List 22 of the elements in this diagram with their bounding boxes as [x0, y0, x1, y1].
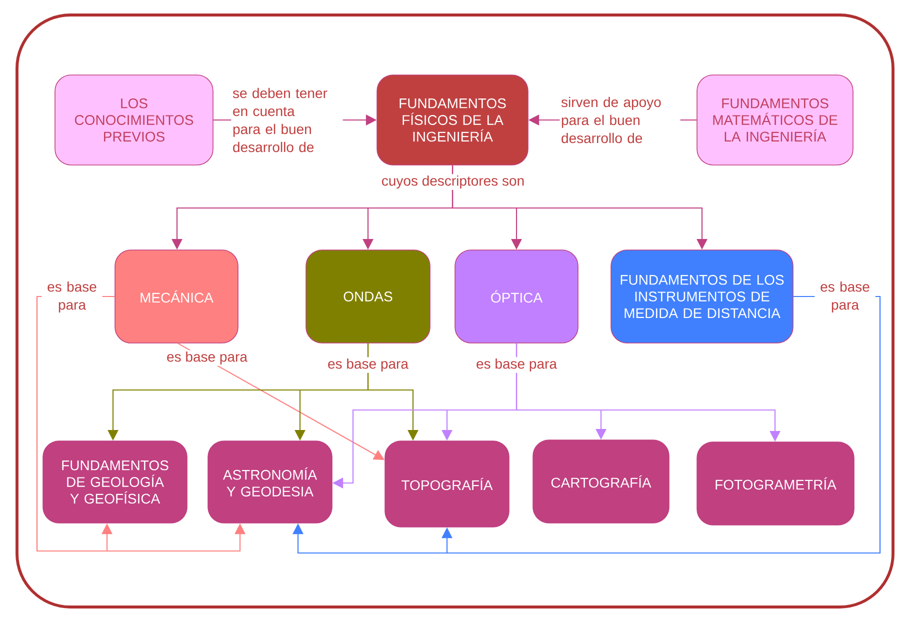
edge-label: se deben tener en cuenta para el buen desarrollo de: [231, 86, 343, 154]
edge-label: es base para: [165, 350, 249, 366]
edge-label: es base para: [814, 280, 876, 314]
concept-box: FUNDAMENTOS MATEMÁTICOS DE LA INGENIERÍA: [696, 74, 854, 166]
concept-box: FUNDAMENTOS DE GEOLOGÍA Y GEOFÍSICA: [42, 440, 188, 524]
edge-label: es base para: [474, 357, 558, 373]
concept-box: ÓPTICA: [454, 250, 578, 344]
concept-box: TOPOGRAFÍA: [384, 440, 510, 528]
concept-box: FUNDAMENTOS DE LOS INSTRUMENTOS DE MEDIDA DE DISTANCIA: [610, 250, 794, 344]
arrow: [36, 296, 246, 552]
edge-label: sirven de apoyo para el buen desarrollo de: [560, 96, 680, 144]
concept-box: ONDAS: [306, 250, 430, 344]
concept-box: MECÁNICA: [114, 250, 238, 344]
edge-label: cuyos descriptores son: [380, 174, 526, 190]
edge-label: es base para: [326, 357, 410, 373]
concept-box: FUNDAMENTOS FÍSICOS DE LA INGENIERÍA: [376, 74, 528, 166]
arrow: [442, 296, 881, 554]
concept-box: FOTOGRAMETRÍA: [696, 442, 854, 526]
concept-box: CARTOGRAFÍA: [532, 440, 670, 524]
concept-box: ASTRONOMÍA Y GEODESIA: [208, 440, 332, 524]
edge-label: es base para: [42, 280, 102, 314]
concept-box: LOS CONOCIMIENTOS PREVIOS: [54, 74, 214, 166]
